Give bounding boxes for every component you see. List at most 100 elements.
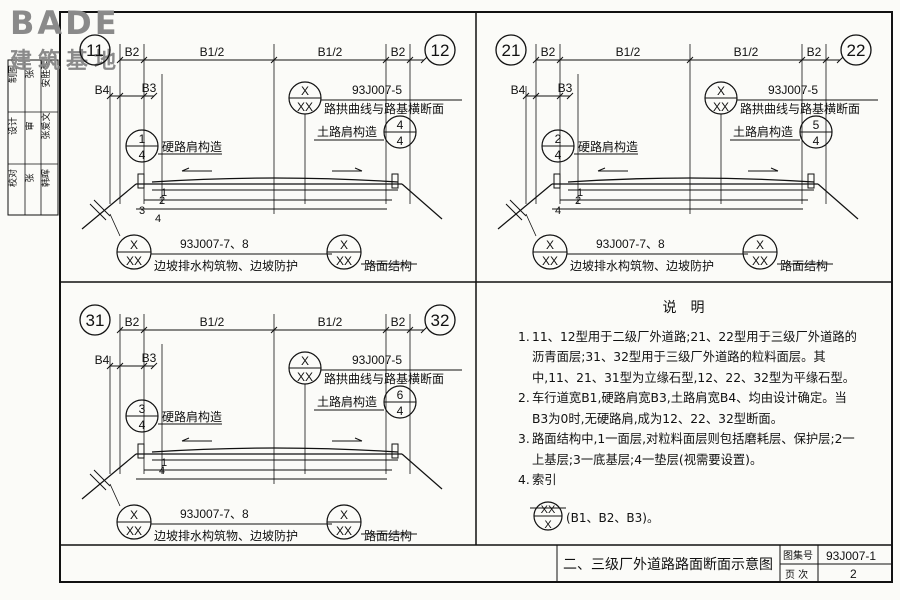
- ref-bottom-right-top: X: [340, 238, 348, 252]
- signature-cell: 设计: [7, 117, 19, 135]
- signature-cell: 审: [24, 121, 36, 130]
- ref-bottom-left-caption: 边坡排水构筑物、边坡防护: [570, 258, 714, 273]
- ref-bottom-left-top: X: [130, 238, 138, 252]
- dim-b4: B4: [511, 83, 526, 97]
- signature-cell: 张: [25, 173, 36, 182]
- dim-tick: [140, 56, 148, 64]
- ref-bottom-left-bottom: XX: [126, 524, 142, 538]
- ref-bottom-left-stem: [525, 213, 537, 237]
- curb-left: [137, 173, 145, 189]
- slope-left: [497, 183, 553, 230]
- ref-left-caption: 硬路肩构造: [162, 139, 222, 154]
- note-item: 1. 11、12型用于二级厂外道路;21、22型用于三级厂外道路的沥青面层;31…: [518, 327, 863, 389]
- drawing-title: 二、三级厂外道路路面断面示意图: [563, 556, 773, 573]
- dim-tick: [270, 326, 278, 334]
- ref-bottom-right-bottom: XX: [752, 254, 768, 268]
- ref-bottom-left-stem: [109, 483, 121, 507]
- ref-right-caption: 土路肩构造: [317, 124, 377, 139]
- dim-b1-half-left: B1/2: [616, 45, 641, 59]
- dim-tick: [106, 362, 114, 370]
- note-text: 11、12型用于二级厂外道路;21、22型用于三级厂外道路的沥青面层;31、32…: [532, 329, 857, 385]
- title-block: 二、三级厂外道路路面断面示意图 图集号 93J007-1 页 次 2: [556, 545, 892, 582]
- layer-number: 4: [555, 205, 561, 217]
- ref-center-caption: 路拱曲线与路基横断面: [324, 101, 444, 116]
- ref-right-top: 5: [813, 118, 820, 132]
- ref-right-top: 4: [397, 118, 404, 132]
- road-crown-curve: [151, 177, 399, 183]
- signature-cell: 张爱文: [40, 112, 52, 139]
- layer-number: 2: [575, 195, 581, 207]
- type-label-left: 11: [86, 41, 104, 60]
- dim-tick: [798, 56, 806, 64]
- type-label-right: 22: [847, 41, 866, 60]
- dim-tick: [836, 56, 844, 64]
- ref-center-code: 93J007-5: [352, 83, 402, 97]
- type-circle-left: [495, 34, 527, 66]
- dim-b2-right: B2: [391, 45, 406, 59]
- ref-bottom-right-caption: 路面结构: [780, 258, 828, 273]
- dim-b2-right: B2: [391, 315, 406, 329]
- hatch-mark: [89, 203, 107, 221]
- dim-b2-left: B2: [125, 315, 140, 329]
- ref-right-bottom: 4: [397, 404, 404, 418]
- dim-b1-half-right: B1/2: [734, 45, 759, 59]
- curb-left: [553, 173, 561, 189]
- layer-number: 3: [139, 205, 145, 217]
- ref-bottom-left-code: 93J007-7、8: [180, 507, 249, 521]
- ref-center-bottom: XX: [713, 100, 729, 114]
- curb-left: [137, 443, 145, 459]
- ref-right-caption: 土路肩构造: [317, 394, 377, 409]
- type-circle-left: [79, 34, 111, 66]
- dim-b2-right: B2: [807, 45, 822, 59]
- ref-bottom-left-caption: 边坡排水构筑物、边坡防护: [154, 258, 298, 273]
- dim-b3: B3: [558, 81, 573, 95]
- curb-right: [391, 173, 399, 189]
- dim-b4: B4: [95, 353, 110, 367]
- curb-right: [807, 173, 815, 189]
- note-number: 2.: [518, 391, 530, 405]
- signature-cell: 安胜琴: [40, 60, 52, 87]
- dim-tick: [532, 92, 540, 100]
- ref-bottom-right-bottom: XX: [336, 254, 352, 268]
- ref-bottom-right-top: X: [756, 238, 764, 252]
- dim-tick: [382, 326, 390, 334]
- dim-tick: [116, 92, 124, 100]
- ref-left-top: 2: [555, 132, 562, 146]
- index-symbol: XXX(B1、B2、B3)。: [530, 501, 659, 531]
- dim-tick: [106, 92, 114, 100]
- dim-tick: [556, 92, 564, 100]
- note-item: 3. 路面结构中,1一面层,对粒料面层则包括磨耗层、保护层;2一上基层;3一底基…: [518, 429, 863, 470]
- dim-tick: [822, 56, 830, 64]
- type-label-left: 31: [86, 311, 105, 330]
- dim-tick: [406, 56, 414, 64]
- dim-b2-left: B2: [541, 45, 556, 59]
- dim-b1-half-right: B1/2: [318, 315, 343, 329]
- slope-arrow-head: [770, 167, 779, 172]
- dim-b1-half-left: B1/2: [200, 45, 225, 59]
- note-number: 4.: [518, 473, 530, 487]
- dim-tick: [532, 56, 540, 64]
- slope-arrow-head: [354, 167, 363, 172]
- layer-number: 4: [159, 465, 165, 477]
- watermark-brand: BADE: [10, 4, 120, 42]
- note-number: 3.: [518, 432, 530, 446]
- hatch-mark: [509, 199, 527, 217]
- dim-tick: [522, 92, 530, 100]
- ref-bottom-left-top: X: [130, 508, 138, 522]
- note-text: 路面结构中,1一面层,对粒料面层则包括磨耗层、保护层;2一上基层;3一底基层;4…: [532, 432, 855, 467]
- ref-center-caption: 路拱曲线与路基横断面: [324, 371, 444, 386]
- dim-tick: [566, 92, 574, 100]
- dim-tick: [556, 56, 564, 64]
- ref-center-top: X: [717, 84, 725, 98]
- index-top: XX: [541, 504, 556, 516]
- dim-tick: [150, 362, 158, 370]
- dim-tick: [270, 56, 278, 64]
- dim-tick: [382, 56, 390, 64]
- slope-arrow-head: [181, 437, 190, 442]
- dim-b1-half-left: B1/2: [200, 315, 225, 329]
- signature-cell: 韩晖: [40, 169, 52, 187]
- note-number: 1.: [518, 329, 530, 344]
